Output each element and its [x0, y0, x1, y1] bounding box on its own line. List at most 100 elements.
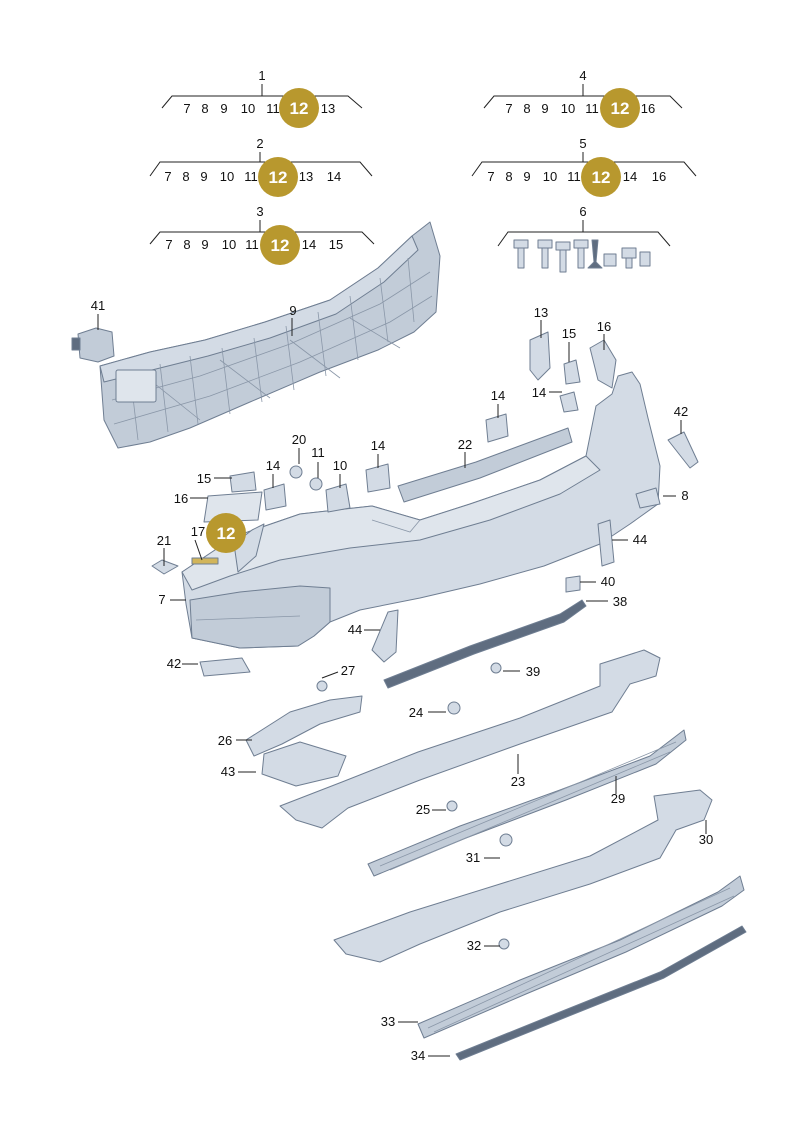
group-4-part-10: 10: [561, 101, 575, 116]
group-2-badge-label: 12: [269, 168, 288, 187]
lower-grille-alt-illustration: [417, 875, 745, 1039]
group-5-part-14: 14: [623, 169, 637, 184]
group-5-part-16: 16: [652, 169, 666, 184]
group-2-label: 2: [256, 136, 263, 151]
group-3-part-9: 9: [201, 237, 208, 252]
callout-24: 24: [409, 705, 423, 720]
callout-9: 9: [289, 303, 296, 318]
callout-43: 43: [221, 764, 235, 779]
callout-44-right: 44: [633, 532, 647, 547]
group-1-badge-label: 12: [290, 99, 309, 118]
callout-12-badge-label: 12: [217, 524, 236, 543]
group-1-badge: [279, 88, 319, 128]
callout-22: 22: [458, 437, 472, 452]
group-3-badge: [260, 225, 300, 265]
callout-42-left: 42: [167, 656, 181, 671]
group-3-part-10: 10: [222, 237, 236, 252]
callout-14-right-b: 14: [491, 388, 505, 403]
bumper-carrier-illustration: [99, 221, 441, 449]
group-5-badge-label: 12: [592, 168, 611, 187]
group-2-part-7: 7: [164, 169, 171, 184]
group-5-badge: [581, 157, 621, 197]
callout-42-right: 42: [674, 404, 688, 419]
group-4-part-9: 9: [541, 101, 548, 116]
group-2-badge: [258, 157, 298, 197]
callout-30: 30: [699, 832, 713, 847]
group-4-part-8: 8: [523, 101, 530, 116]
callout-33: 33: [381, 1014, 395, 1029]
group-2-callout: 2 7 8 9 10 11 13 14 12: [164, 136, 341, 197]
group-1-part-7: 7: [183, 101, 190, 116]
callout-13: 13: [534, 305, 548, 320]
callout-15-right: 15: [562, 326, 576, 341]
callout-26: 26: [218, 733, 232, 748]
bumper-cover-illustration: [181, 371, 661, 649]
callout-8: 8: [681, 488, 688, 503]
callout-15-left: 15: [197, 471, 211, 486]
group-1-part-10: 10: [241, 101, 255, 116]
group-4-label: 4: [579, 68, 586, 83]
callout-11: 11: [311, 445, 325, 460]
group-1-part-13: 13: [321, 101, 335, 116]
group-3-part-7: 7: [165, 237, 172, 252]
group-2-part-10: 10: [220, 169, 234, 184]
callout-25: 25: [416, 802, 430, 817]
callout-17: 17: [191, 524, 205, 539]
callout-44-left: 44: [348, 622, 362, 637]
callout-10: 10: [333, 458, 347, 473]
lower-bracket-illustrations: [245, 695, 363, 787]
callout-23: 23: [511, 774, 525, 789]
callout-27: 27: [341, 663, 355, 678]
sensor-bracket-illustration: [71, 327, 115, 363]
group-4-callout: 4 7 8 9 10 11 16 12: [505, 68, 655, 128]
callout-32: 32: [467, 938, 481, 953]
group-3-label: 3: [256, 204, 263, 219]
group-5-part-10: 10: [543, 169, 557, 184]
group-5-part-7: 7: [487, 169, 494, 184]
callout-7: 7: [158, 592, 165, 607]
callout-41: 41: [91, 298, 105, 313]
callout-20: 20: [292, 432, 306, 447]
callout-39: 39: [526, 664, 540, 679]
diffuser-alt-illustration: [333, 789, 713, 963]
group-1-part-9: 9: [220, 101, 227, 116]
lower-grille-illustration: [367, 729, 687, 877]
group-6-label: 6: [579, 204, 586, 219]
group-3-part-11: 11: [245, 237, 259, 252]
group-5-callout: 5 7 8 9 10 11 14 16 12: [487, 136, 666, 197]
group-5-part-8: 8: [505, 169, 512, 184]
callout-40: 40: [601, 574, 615, 589]
callout-12-badge: [206, 513, 246, 553]
callout-14-center: 14: [371, 438, 385, 453]
group-2-part-14: 14: [327, 169, 341, 184]
callout-21: 21: [157, 533, 171, 548]
group-5-part-11: 11: [567, 169, 581, 184]
leader-lines: [97, 84, 707, 1057]
group-5-label: 5: [579, 136, 586, 151]
trim-strip-illustration: [383, 599, 587, 689]
callout-38: 38: [613, 594, 627, 609]
callout-14-right-a: 14: [532, 385, 546, 400]
callout-14-left: 14: [266, 458, 280, 473]
group-4-part-11: 11: [585, 101, 599, 116]
group-2-part-11: 11: [244, 169, 258, 184]
part-callouts: 41 9 13 15 16 14 14 22 42 20 11 10 14 15…: [91, 298, 713, 1063]
callout-34: 34: [411, 1048, 425, 1063]
group-3-callout: 3 7 8 9 10 11 14 15 12: [165, 204, 343, 265]
group-1-callout: 1 7 8 9 10 11 13 12: [183, 68, 335, 128]
callout-16-right: 16: [597, 319, 611, 334]
trim-strip-lower-illustration: [455, 925, 747, 1061]
group-1-part-11: 11: [266, 101, 280, 116]
group-4-badge-label: 12: [611, 99, 630, 118]
fastener-set-illustration: [513, 239, 651, 273]
group-5-part-9: 9: [523, 169, 530, 184]
group-1-label: 1: [258, 68, 265, 83]
group-4-part-7: 7: [505, 101, 512, 116]
callout-31: 31: [466, 850, 480, 865]
group-2-part-9: 9: [200, 169, 207, 184]
diffuser-illustration: [279, 649, 661, 829]
group-3-part-15: 15: [329, 237, 343, 252]
group-2-part-8: 8: [182, 169, 189, 184]
callout-29: 29: [611, 791, 625, 806]
group-3-badge-label: 12: [271, 236, 290, 255]
